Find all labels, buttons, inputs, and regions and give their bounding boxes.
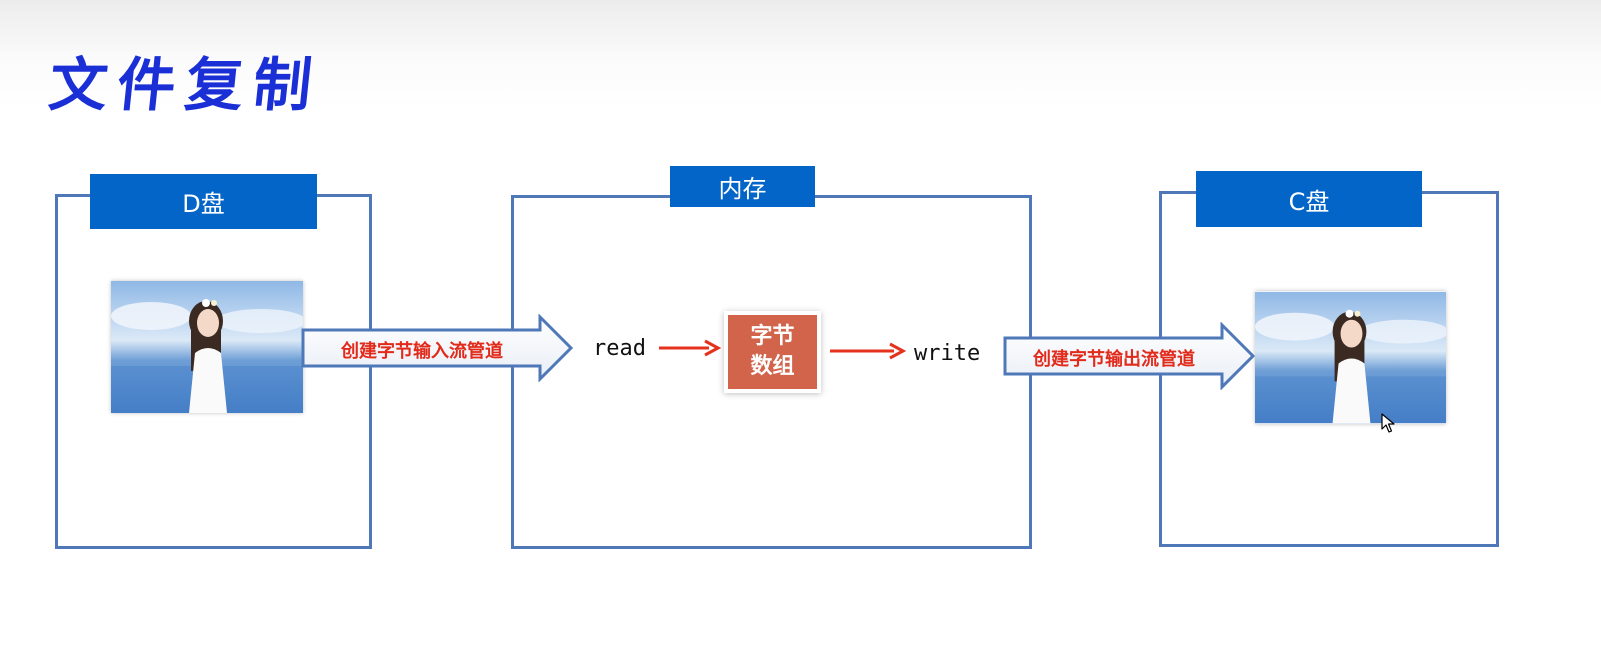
output-pipe-label: 创建字节输出流管道 [1033, 349, 1195, 370]
byte-array-box: 字节 数组 [728, 315, 817, 389]
read-text: read [593, 336, 646, 361]
byte-array-line2: 数组 [750, 354, 795, 379]
output-pipe-arrow [1003, 322, 1256, 390]
source-image [111, 281, 303, 413]
mouse-cursor-icon [1381, 413, 1395, 433]
c-drive-label: C盘 [1196, 171, 1422, 227]
input-pipe-label: 创建字节输入流管道 [341, 341, 503, 362]
memory-label: 内存 [670, 166, 815, 207]
write-arrow [830, 342, 906, 360]
d-drive-label: D盘 [90, 174, 317, 229]
byte-array-line1: 字节 [750, 324, 795, 349]
copied-image [1255, 291, 1446, 424]
read-arrow [659, 339, 721, 357]
page-title: 文件复制 [45, 51, 326, 119]
input-pipe-arrow [301, 314, 574, 382]
write-text: write [914, 341, 981, 366]
